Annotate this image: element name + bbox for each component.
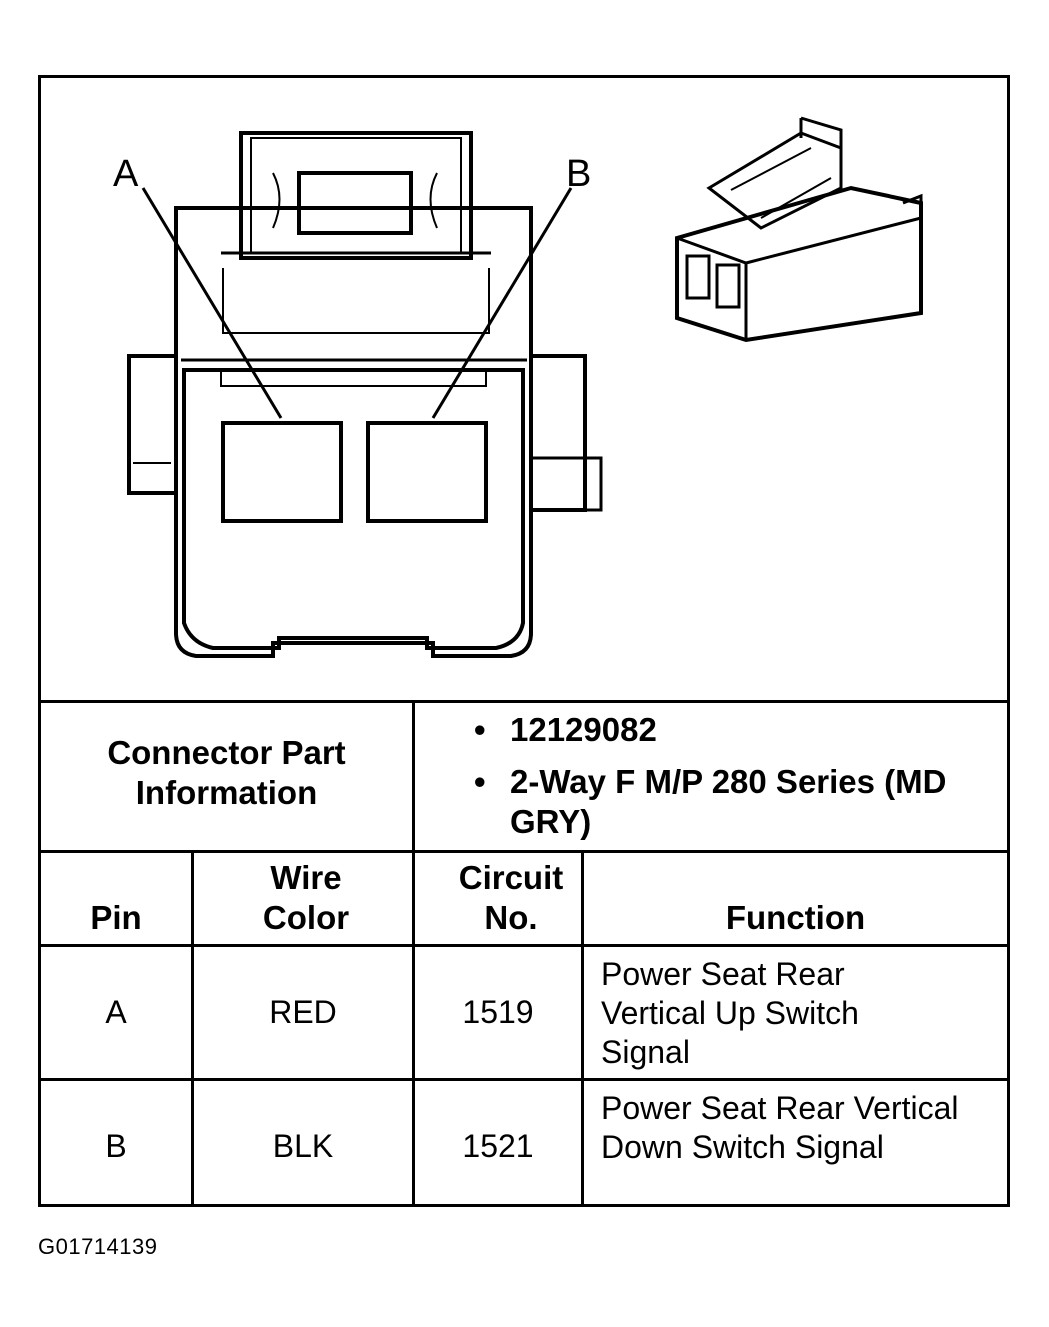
callout-b-leader: [431, 187, 573, 419]
connector-body-outline: [174, 206, 533, 658]
connector-right-tab: [531, 354, 587, 512]
row-a-wire-color: RED: [269, 994, 337, 1030]
header-function: Function: [725, 899, 866, 936]
callout-a-label: A: [113, 153, 139, 195]
connector-inner-shell: [182, 368, 525, 650]
figure-id: G01714139: [38, 1234, 158, 1259]
row-b-function: Power Seat Rear Vertical Down Switch Sig…: [601, 1090, 959, 1165]
callout-b-label: B: [566, 153, 591, 195]
header-pin: Pin: [90, 899, 142, 936]
connector-drawing: A B: [113, 116, 923, 658]
connector-part-number: 12129082: [452, 710, 1002, 750]
connector-latch: [239, 131, 473, 260]
connector-figure: A B Connector Part Information 12129082 …: [38, 75, 1010, 1207]
cavity-a: [221, 421, 343, 523]
callout-a-leader: [141, 187, 283, 419]
header-circuit-no: Circuit No.: [458, 859, 564, 936]
connector-description: 2-Way F M/P 280 Series (MD GRY): [452, 762, 1002, 842]
row-a-function: Power Seat Rear Vertical Up Switch Signa…: [601, 956, 859, 1070]
row-a-pin: A: [105, 994, 127, 1030]
row-a-circuit-no: 1519: [462, 994, 534, 1030]
connector-info-details: 12129082 2-Way F M/P 280 Series (MD GRY): [452, 710, 1002, 854]
connector-left-tab: [127, 354, 176, 495]
row-b-wire-color: BLK: [272, 1128, 334, 1164]
row-b-pin: B: [105, 1128, 127, 1164]
connector-info-label: Connector Part Information: [107, 734, 346, 811]
cavity-b: [366, 421, 488, 523]
connector-isometric-view: [675, 116, 923, 343]
header-wire-color: Wire Color: [262, 859, 350, 936]
connector-diagram: A B: [41, 78, 1007, 703]
row-b-circuit-no: 1521: [462, 1128, 534, 1164]
